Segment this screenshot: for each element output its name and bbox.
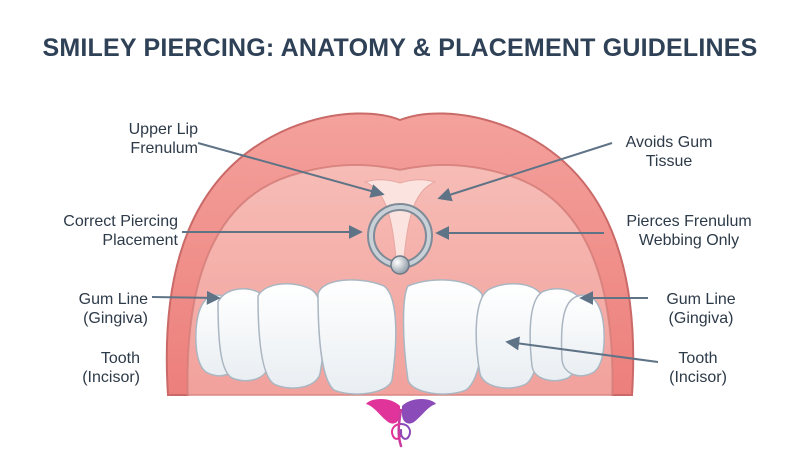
label-avoids-gum-tissue: Avoids Gum Tissue [625,134,713,170]
label-upper-lip-frenulum: Upper Lip Frenulum [128,121,198,157]
tooth [475,283,543,389]
arrow-upper-lip-frenulum [197,142,385,198]
page-title: SMILEY PIERCING: ANATOMY & PLACEMENT GUI… [42,34,758,62]
tooth [317,279,397,395]
label-gum-line-left: Gum Line (Gingiva) [78,291,148,327]
label-pierces-frenulum-webbing: Pierces Frenulum Webbing Only [626,213,752,249]
ring-bead [390,255,410,275]
label-gum-line-right: Gum Line (Gingiva) [666,291,736,327]
arrows [151,142,659,363]
label-correct-piercing-placement: Correct Piercing Placement [63,213,178,249]
tooth [257,283,325,389]
piercing-ring [367,203,433,275]
frenulum [363,179,437,259]
butterfly-logo-icon [366,399,436,448]
teeth [195,279,605,395]
arrow-avoids-gum-tissue [437,142,613,202]
tooth [560,294,605,377]
label-tooth-left: Tooth (Incisor) [82,350,140,386]
arrow-tooth-right [505,336,659,363]
arrow-gum-line-left [151,290,221,305]
label-tooth-right: Tooth (Incisor) [669,350,727,386]
tooth [402,279,484,395]
